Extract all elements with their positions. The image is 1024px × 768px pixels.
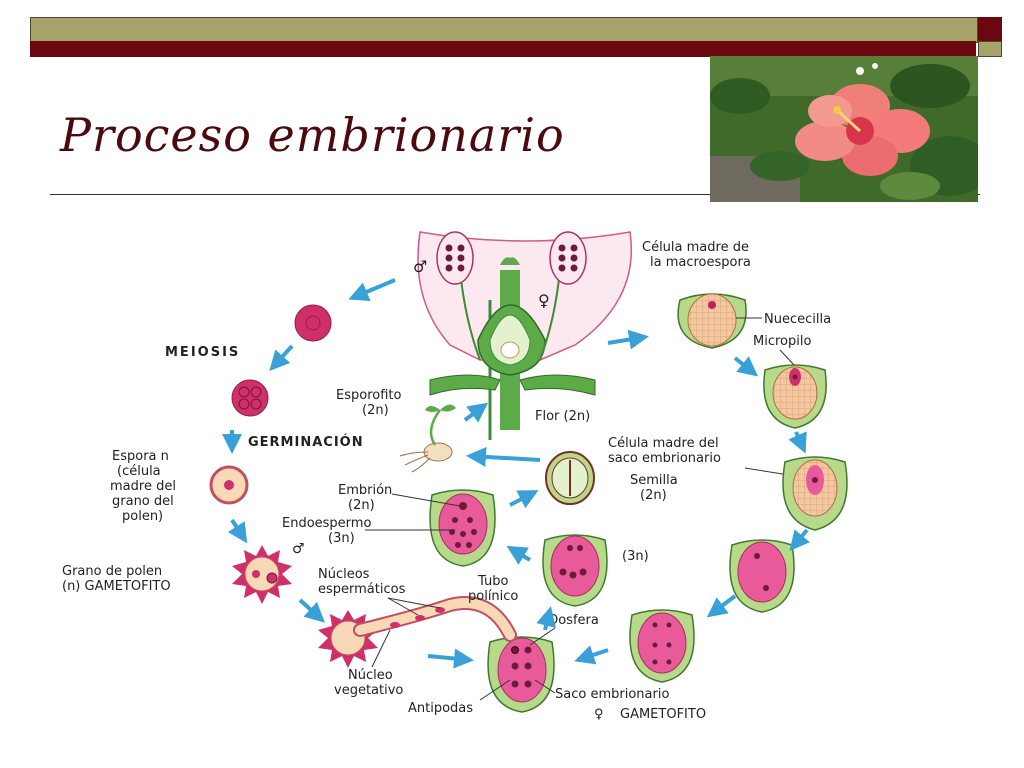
label-gametofito-femenino: GAMETOFITO — [620, 707, 706, 722]
label-meiosis: MEIOSIS — [165, 345, 240, 360]
pollen-grain — [232, 545, 292, 604]
label-embrion-2: (2n) — [348, 498, 375, 513]
cycle-arrows — [222, 278, 810, 669]
label-tubo-2: polínico — [468, 589, 518, 604]
male-symbol-flower: ♂ — [413, 257, 427, 276]
label-oosfera: Oosfera — [548, 613, 599, 628]
ovule-saco-embrionario — [487, 636, 555, 713]
label-nucleo-veg-2: vegetativo — [334, 683, 403, 698]
spore-cell — [209, 465, 249, 505]
label-semilla-2: (2n) — [640, 488, 667, 503]
label-celula-madre-macro-2: la macroespora — [650, 255, 751, 270]
label-tres-n: (3n) — [622, 549, 649, 564]
label-grano-polen-1: Grano de polen — [62, 564, 162, 579]
ovule-stage-5 — [629, 609, 695, 683]
ovule-stage-4 — [729, 539, 795, 613]
label-espora-1: Espora n — [112, 449, 169, 464]
label-celula-saco-2: saco embrionario — [608, 451, 721, 466]
label-nucleo-veg-1: Núcleo — [348, 668, 393, 683]
label-esporofito-1: Esporofito — [336, 388, 401, 403]
label-espora-2: (célula — [117, 464, 161, 479]
seed — [545, 451, 595, 505]
header-bar-maroon — [30, 41, 976, 57]
anther-left — [436, 231, 474, 285]
label-micropilo: Micropilo — [753, 334, 811, 349]
sporophyte-seedling — [399, 404, 456, 473]
label-espora-3: madre del — [110, 479, 176, 494]
label-flor: Flor (2n) — [535, 409, 590, 424]
label-esporofito-2: (2n) — [362, 403, 389, 418]
title-underline — [50, 194, 980, 195]
label-saco-embrionario: Saco embrionario — [555, 687, 669, 702]
ovule-micropilo — [763, 364, 827, 429]
label-grano-polen-2: (n) GAMETOFITO — [62, 579, 171, 594]
meiosis-cell — [294, 304, 332, 342]
label-embrion-1: Embrión — [338, 483, 392, 498]
hibiscus-flower — [795, 84, 930, 176]
female-symbol-flower: ♀ — [538, 291, 550, 310]
ovule-nuececilla — [677, 293, 747, 349]
tetrad-cell — [231, 379, 269, 417]
label-espora-4: grano del — [112, 494, 174, 509]
ovule-saco-madre — [782, 456, 848, 531]
label-espora-5: polen) — [122, 509, 163, 524]
label-semilla-1: Semilla — [630, 473, 678, 488]
label-nuececilla: Nuececilla — [764, 312, 831, 327]
ovule-embrion — [429, 489, 496, 567]
label-celula-saco-1: Célula madre del — [608, 436, 719, 451]
slide-title: Proceso embrionario — [60, 108, 565, 162]
header-square-maroon — [978, 17, 1002, 41]
label-nucleos-1: Núcleos — [318, 567, 370, 582]
female-symbol-gametofito: ♀ — [594, 707, 604, 722]
label-nucleos-2: espermáticos — [318, 582, 406, 597]
header-square-olive — [978, 41, 1002, 57]
anther-right — [549, 231, 587, 285]
label-celula-madre-macro-1: Célula madre de — [642, 240, 749, 255]
germinating-pollen-tube — [318, 596, 517, 668]
label-tubo-1: Tubo — [477, 574, 508, 589]
label-endospermo-1: Endoespermo — [282, 516, 371, 531]
male-symbol-pollen: ♂ — [292, 541, 305, 557]
flower — [417, 231, 632, 440]
hibiscus-photo — [710, 56, 978, 202]
label-antipodas: Antipodas — [408, 701, 473, 716]
label-germinacion: GERMINACIÓN — [248, 434, 364, 450]
label-endospermo-2: (3n) — [328, 531, 355, 546]
ovule-3n — [542, 534, 608, 607]
